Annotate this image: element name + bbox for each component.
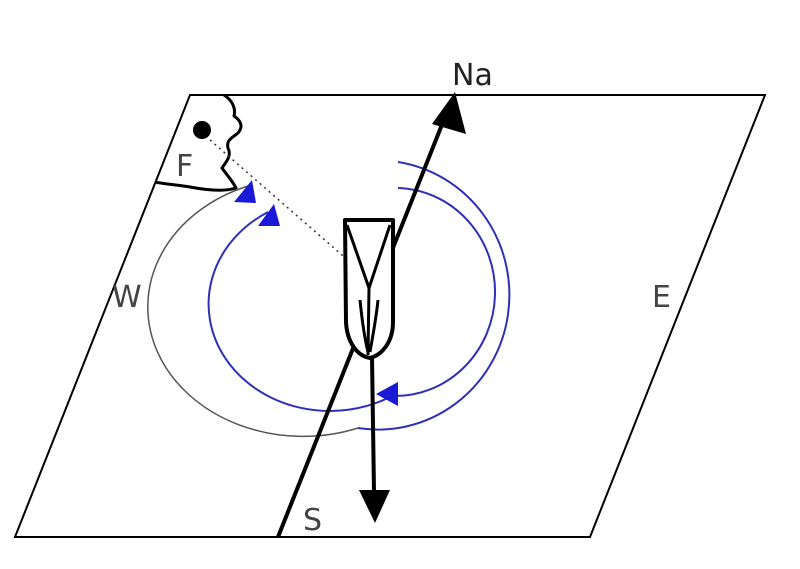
north-label: Na xyxy=(452,58,493,93)
boat-keel-icon xyxy=(345,224,392,356)
inner-rotation-arc xyxy=(391,187,497,398)
inner-arc-arrowhead-bottom xyxy=(376,382,398,406)
feature-label: F xyxy=(176,149,193,184)
ground-plane xyxy=(13,94,767,538)
feature-point xyxy=(193,121,211,139)
west-label: W xyxy=(112,280,142,315)
south-arrow-shaft xyxy=(370,356,376,493)
bearing-dotted-line xyxy=(209,139,351,263)
outer-rotation-arc-left xyxy=(146,185,359,438)
coastline-shape xyxy=(154,93,243,192)
north-arrow-head-icon xyxy=(432,92,466,134)
inner-arc-arrowhead-top xyxy=(258,204,280,226)
outer-arc-arrowhead xyxy=(234,180,256,203)
inner-rotation-arc-lower xyxy=(207,211,393,412)
south-label: S xyxy=(303,503,322,538)
outer-rotation-arc xyxy=(357,161,511,431)
east-label: E xyxy=(652,280,671,315)
south-arrow-head-icon xyxy=(359,490,390,523)
